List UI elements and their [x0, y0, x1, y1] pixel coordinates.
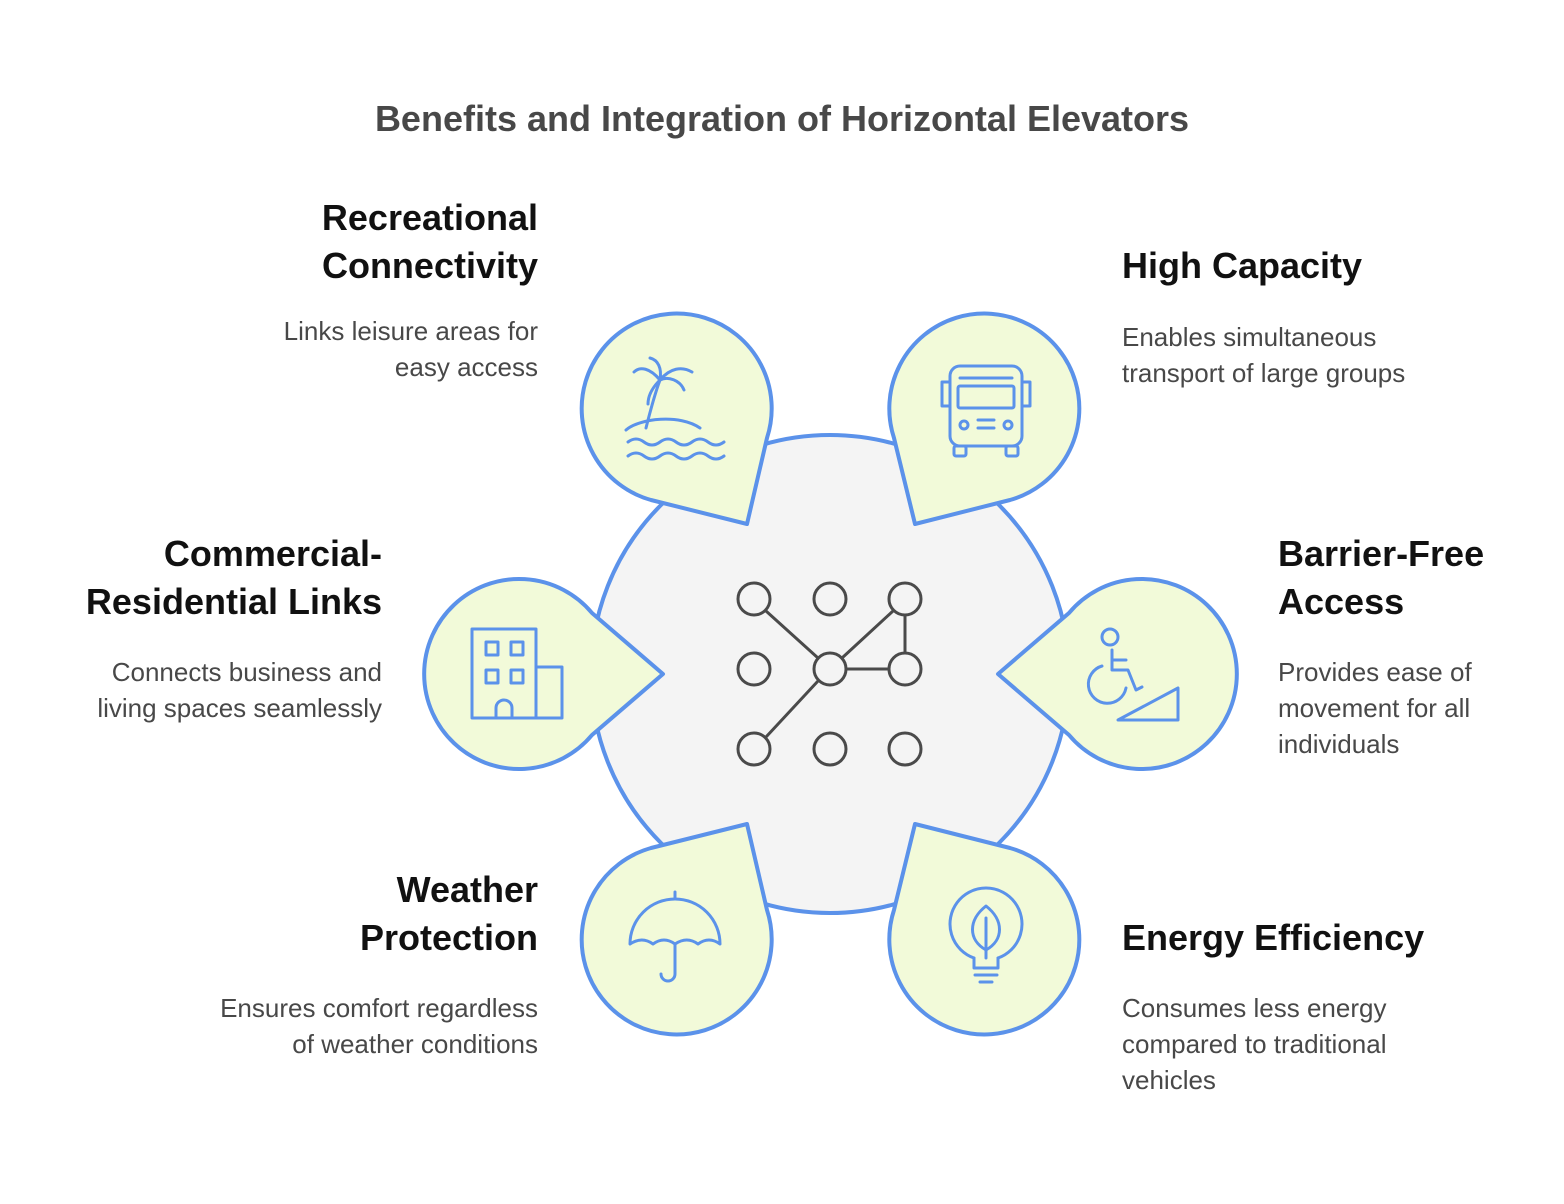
palm-tree-island-icon	[624, 356, 726, 461]
item-desc-recreational: Links leisure areas for easy access	[283, 316, 538, 382]
page-title: Benefits and Integration of Horizontal E…	[374, 98, 1190, 139]
petal-weather	[579, 822, 774, 1037]
item-title-commercial: Commercial-Residential Links	[85, 533, 382, 622]
petal-energy	[887, 822, 1082, 1037]
item-desc-commercial: Connects business and living spaces seam…	[97, 657, 382, 723]
umbrella-icon	[628, 890, 722, 983]
leaf-bulb-icon	[948, 886, 1024, 984]
item-desc-barrier-free: Provides ease of movement for all indivi…	[1278, 657, 1472, 759]
building-icon	[470, 627, 564, 720]
item-desc-energy: Consumes less energy compared to traditi…	[1122, 993, 1387, 1095]
item-title-high-capacity: High Capacity	[1122, 245, 1363, 286]
network-nodes-icon	[736, 581, 923, 767]
item-title-weather: Weather Protection	[359, 869, 538, 958]
item-title-recreational: Recreational Connectivity	[321, 197, 538, 286]
item-title-energy: Energy Efficiency	[1122, 917, 1425, 958]
item-title-barrier-free: Barrier-Free Access	[1278, 533, 1485, 622]
wheelchair-ramp-icon	[1086, 627, 1180, 722]
item-desc-weather: Ensures comfort regardless of weather co…	[220, 993, 538, 1059]
item-desc-high-capacity: Enables simultaneous transport of large …	[1122, 322, 1406, 388]
bus-icon	[940, 364, 1032, 458]
petal-commercial	[422, 577, 665, 771]
